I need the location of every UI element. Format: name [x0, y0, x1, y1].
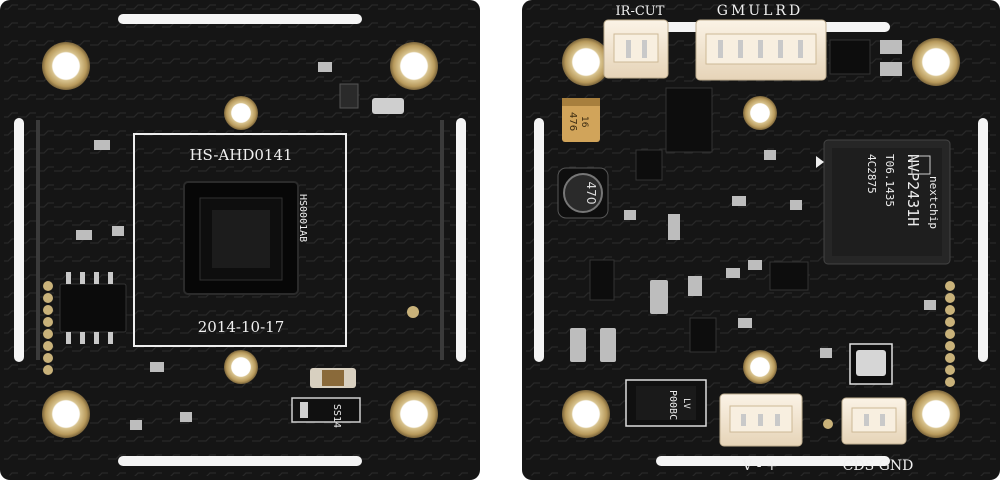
chip-brand: nextchip — [927, 176, 940, 229]
voltage-regulator: P00BC LV — [625, 379, 707, 427]
chip-line2: 4C2875 — [865, 154, 878, 194]
gpio-label: GMULRD — [717, 3, 803, 19]
front-model-label: HS-AHD0141 — [189, 146, 292, 164]
inductor: 470 — [557, 167, 609, 219]
chip-line1: T06.1435 — [883, 154, 896, 207]
back-smd-components — [570, 40, 936, 429]
back-pin-header — [945, 281, 955, 387]
front-ic-chip — [59, 272, 127, 344]
ir-cut-connector — [603, 19, 669, 79]
front-board-slots — [14, 14, 466, 466]
front-pin-header — [43, 281, 53, 375]
back-ic-chips — [589, 39, 871, 353]
back-mounting-holes — [562, 38, 960, 438]
front-diode-label: SS14 — [331, 404, 342, 428]
regulator-label: P00BC — [667, 390, 678, 420]
cds-connector — [841, 397, 907, 445]
nextchip-dsp: nextchip NVP2431H T06.1435 4C2875 — [816, 139, 951, 265]
inductor-label: 470 — [584, 182, 598, 205]
back-board: IR-CUT GMULRD V - + CDS GND — [522, 0, 1000, 480]
power-label: V - + — [741, 458, 777, 474]
power-connector — [719, 393, 803, 447]
cds-label: CDS GND — [843, 458, 914, 474]
gpio-connector — [695, 19, 827, 81]
capacitor-label: 476 — [567, 112, 578, 131]
front-vertical-code: HS0001AB — [297, 194, 308, 242]
front-board: HS-AHD0141 2014-10-17 HS0001AB — [0, 0, 480, 480]
crystal-oscillator — [849, 343, 893, 385]
regulator-sub: LV — [681, 398, 691, 409]
chip-model: NVP2431H — [904, 154, 922, 226]
tantalum-capacitor: 476 16 — [562, 98, 600, 142]
front-mounting-holes — [42, 42, 438, 438]
sensor-outline — [133, 133, 347, 347]
front-diode: SS14 — [291, 397, 361, 428]
ir-cut-label: IR-CUT — [616, 4, 665, 19]
front-date-label: 2014-10-17 — [198, 318, 284, 336]
capacitor-sub: 16 — [579, 116, 589, 128]
image-sensor — [183, 181, 299, 295]
front-smd-components — [76, 62, 419, 430]
